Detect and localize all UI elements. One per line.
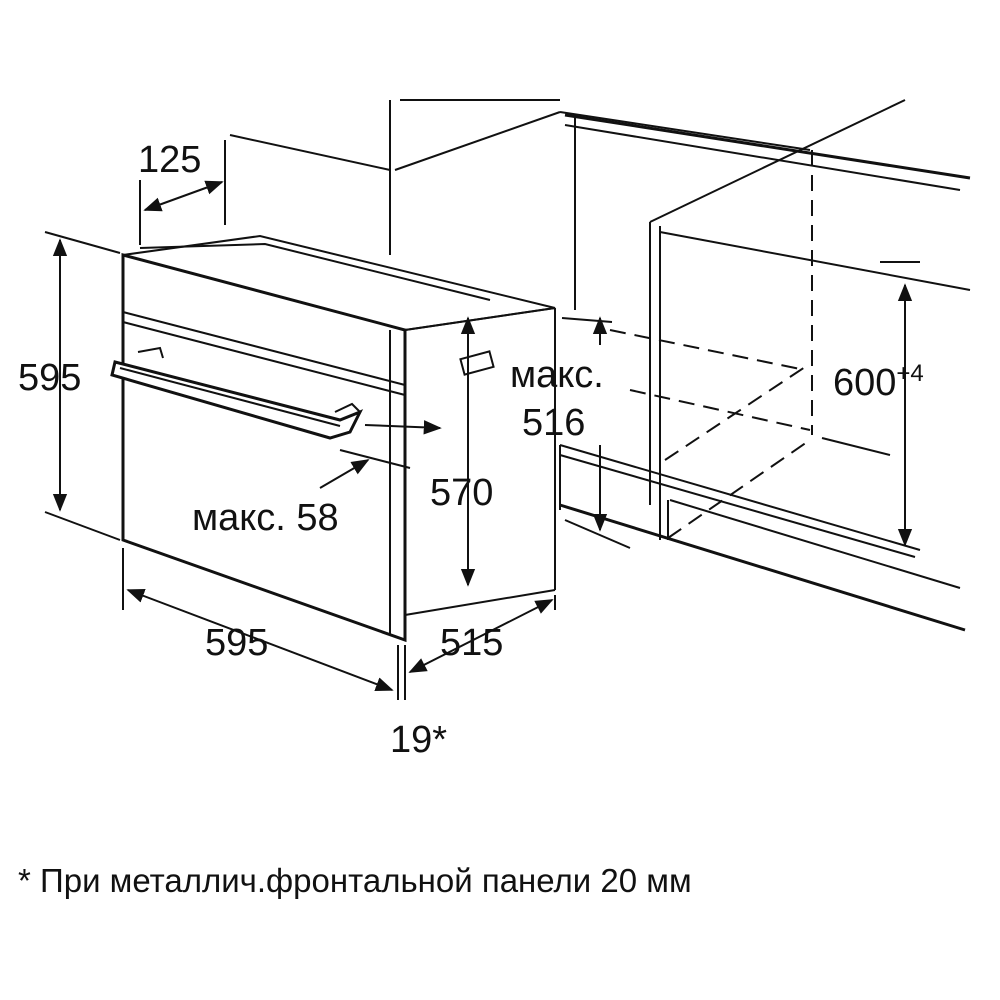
dim-niche-height: 600+4 [833, 360, 924, 404]
dim-niche-max-value: 516 [522, 402, 585, 444]
dim-front-panel: 19* [390, 719, 447, 761]
footnote: * При металлич.фронтальной панели 20 мм [18, 862, 692, 899]
dim-inner-height: 570 [430, 472, 493, 514]
dimension-lines [44, 140, 913, 700]
dim-depth-top: 125 [138, 139, 201, 181]
cabinet-outline [229, 99, 971, 632]
dim-width-bottom: 595 [205, 622, 268, 664]
oven-handle [110, 346, 364, 440]
dim-niche-max-label: макс. [510, 354, 604, 396]
dim-depth: 515 [440, 622, 503, 664]
dim-handle-max: макс. 58 [192, 497, 339, 539]
dim-height-left: 595 [18, 357, 81, 399]
oven-body [121, 234, 556, 643]
